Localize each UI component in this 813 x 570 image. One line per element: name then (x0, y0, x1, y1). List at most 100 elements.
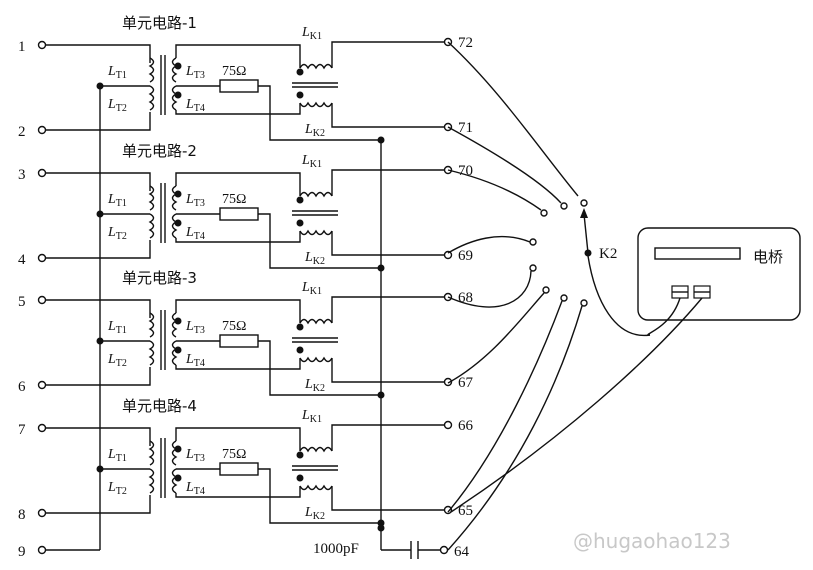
label-lt3: LT3 (185, 447, 205, 464)
wire-lt4-lk2 (175, 486, 301, 498)
coil-lt3 (171, 57, 178, 83)
terminal-label: 4 (18, 252, 26, 268)
resistor (219, 334, 259, 348)
coil-lt2 (148, 340, 155, 366)
label-lk2: LK2 (304, 122, 325, 139)
terminal-label: 3 (18, 167, 26, 183)
polarity-dot (174, 317, 182, 325)
switch-contact[interactable] (529, 238, 537, 246)
coil-lt3 (171, 185, 178, 211)
wire-71 (447, 126, 562, 204)
wire-64 (447, 305, 583, 551)
coil-lt4 (171, 340, 178, 366)
resistor-label: 75Ω (222, 319, 246, 334)
wire-out-top (331, 41, 444, 68)
switch-contact[interactable] (560, 294, 568, 302)
label-lt2: LT2 (107, 480, 127, 497)
polarity-dot (174, 190, 182, 198)
label-lt3: LT3 (185, 192, 205, 209)
label-lk1: LK1 (301, 153, 322, 170)
wire-lt3-lk1 (175, 299, 301, 323)
wire-out-bottom (331, 358, 444, 383)
watermark: @hugaohao123 (573, 529, 731, 553)
wire-72 (447, 41, 579, 197)
resistor-label: 75Ω (222, 64, 246, 79)
coil-lt4 (171, 468, 178, 494)
terminal-in-top[interactable] (37, 423, 47, 433)
label-lt1: LT1 (107, 319, 127, 336)
terminal-out-top[interactable] (443, 420, 453, 430)
tap-junction (96, 82, 104, 90)
coil-lt1 (148, 312, 155, 338)
bridge: 电桥 (450, 227, 801, 513)
terminal-label: 70 (458, 163, 473, 179)
wire-in-bottom (46, 495, 151, 514)
coil-lt1 (148, 440, 155, 466)
terminal-label: 65 (458, 503, 473, 519)
label-lk2: LK2 (304, 377, 325, 394)
terminal-64[interactable] (439, 545, 449, 555)
coil-lt3 (171, 312, 178, 338)
polarity-dot (296, 474, 304, 482)
polarity-dot (296, 196, 304, 204)
switch-k2: K2 (529, 199, 617, 307)
terminal-out-bottom[interactable] (443, 377, 453, 387)
terminal-in-top[interactable] (37, 295, 47, 305)
label-lt1: LT1 (107, 64, 127, 81)
wire-70 (447, 169, 542, 211)
capacitor-label: 1000pF (313, 541, 359, 557)
wire-bridge-1 (587, 255, 651, 337)
terminal-label: 6 (18, 379, 26, 395)
switch-contact[interactable] (560, 202, 568, 210)
polarity-dot (296, 219, 304, 227)
wire-lt4-lk2 (175, 103, 301, 115)
terminal-label: 5 (18, 294, 26, 310)
bridge-display (654, 247, 741, 260)
coil-lt1 (148, 57, 155, 83)
terminal-in-top[interactable] (37, 40, 47, 50)
terminal-9-label: 9 (18, 544, 26, 560)
switch-contact[interactable] (580, 199, 588, 207)
terminal-in-top[interactable] (37, 168, 47, 178)
terminal-out-bottom[interactable] (443, 250, 453, 260)
polarity-dot (296, 68, 304, 76)
wire-out-top (331, 424, 444, 451)
terminal-label: 2 (18, 124, 26, 140)
unit-title: 单元电路-4 (122, 397, 197, 415)
wire-68 (447, 270, 532, 308)
terminal-9[interactable] (37, 545, 47, 555)
coil-lk1 (299, 446, 333, 453)
polarity-dot (174, 91, 182, 99)
switch-contact[interactable] (529, 264, 537, 272)
wire-lt4-lk2 (175, 231, 301, 243)
unit-title: 单元电路-2 (122, 142, 197, 160)
wire-in-bottom (46, 367, 151, 386)
terminal-label: 7 (18, 422, 26, 438)
wire-out-bottom (331, 103, 444, 128)
label-lt4: LT4 (185, 480, 205, 497)
coil-lt4 (171, 85, 178, 111)
wire-69 (447, 235, 531, 254)
coil-lk1 (299, 318, 333, 325)
terminal-in-bottom[interactable] (37, 253, 47, 263)
switch-contact[interactable] (542, 286, 550, 294)
coil-lk2 (299, 356, 333, 363)
coil-lt4 (171, 213, 178, 239)
switch-contact[interactable] (580, 299, 588, 307)
bridge-lead-left (647, 297, 681, 336)
polarity-dot (174, 62, 182, 70)
terminal-out-bottom[interactable] (443, 505, 453, 515)
label-lt2: LT2 (107, 352, 127, 369)
coil-lt2 (148, 85, 155, 111)
polarity-dot (296, 451, 304, 459)
wire-lt3-lk1 (175, 427, 301, 451)
wire-in-top (46, 172, 151, 191)
polarity-dot (174, 474, 182, 482)
terminal-in-bottom[interactable] (37, 380, 47, 390)
terminal-in-bottom[interactable] (37, 125, 47, 135)
terminal-label: 71 (458, 120, 473, 136)
terminal-in-bottom[interactable] (37, 508, 47, 518)
switch-contact[interactable] (540, 209, 548, 217)
resistor (219, 462, 259, 476)
